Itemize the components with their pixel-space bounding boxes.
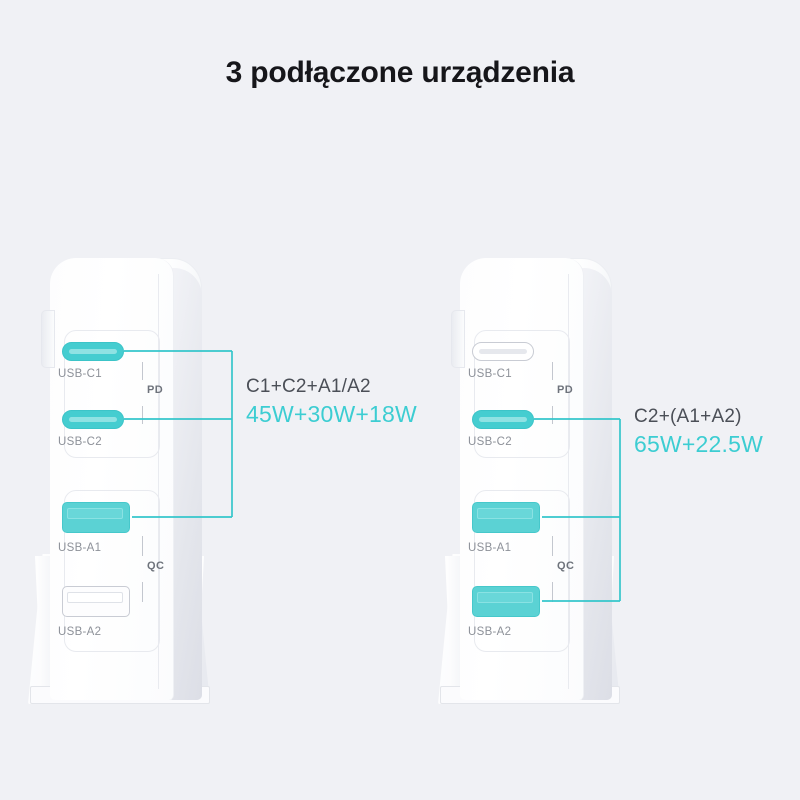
port-slot xyxy=(477,592,533,603)
port-label-usb-a1: USB-A1 xyxy=(468,542,512,554)
port-label-usb-c1: USB-C1 xyxy=(468,368,512,380)
charger-body: USB-C1 USB-C2 PD USB-A1 USB-A2 QC xyxy=(451,258,612,700)
callout-combo-left: C1+C2+A1/A2 xyxy=(246,376,371,397)
bracket-pd: PD xyxy=(552,362,573,424)
bracket-qc: QC xyxy=(552,536,574,602)
port-label-usb-c1: USB-C1 xyxy=(58,368,102,380)
port-slot xyxy=(67,508,123,519)
bracket-segment-upper xyxy=(142,362,143,380)
callout-lines-right xyxy=(534,418,621,602)
bracket-pd: PD xyxy=(142,362,163,424)
port-label-usb-a2: USB-A2 xyxy=(58,626,102,638)
port-slot xyxy=(479,417,527,422)
port-usb-c2[interactable] xyxy=(62,410,124,429)
usb-a-port-group xyxy=(64,490,160,652)
callout-lines-left xyxy=(124,350,233,518)
bracket-segment-lower xyxy=(552,582,553,602)
charger-side-tab xyxy=(41,310,55,368)
port-label-usb-a1: USB-A1 xyxy=(58,542,102,554)
port-label-usb-a2: USB-A2 xyxy=(468,626,512,638)
bracket-segment-lower xyxy=(142,406,143,424)
callout-power-left: 45W+30W+18W xyxy=(246,401,417,427)
port-slot xyxy=(67,592,123,603)
bracket-segment-upper xyxy=(142,536,143,556)
bracket-segment-upper xyxy=(552,536,553,556)
port-slot xyxy=(69,349,117,354)
callout-right: C2+(A1+A2) 65W+22.5W xyxy=(634,406,763,458)
bracket-label-qc: QC xyxy=(147,560,165,572)
bracket-label-pd: PD xyxy=(147,384,164,396)
port-usb-c1[interactable] xyxy=(472,342,534,361)
charger-side-tab xyxy=(451,310,465,368)
charger-body-side xyxy=(172,268,202,700)
port-usb-a1[interactable] xyxy=(62,502,130,533)
port-slot xyxy=(479,349,527,354)
page-title: 3 podłączone urządzenia xyxy=(225,56,575,89)
port-usb-c2[interactable] xyxy=(472,410,534,429)
port-slot xyxy=(477,508,533,519)
charger-unit-left: USB-C1 USB-C2 PD USB-A1 USB-A2 QC xyxy=(28,258,417,708)
port-usb-a2[interactable] xyxy=(472,586,540,617)
bracket-label-qc: QC xyxy=(557,560,575,572)
port-slot xyxy=(69,417,117,422)
port-label-usb-c2: USB-C2 xyxy=(468,436,512,448)
bracket-segment-upper xyxy=(552,362,553,380)
port-label-usb-c2: USB-C2 xyxy=(58,436,102,448)
callout-power-right: 65W+22.5W xyxy=(634,431,763,457)
usb-a-port-group xyxy=(474,490,570,652)
callout-left: C1+C2+A1/A2 45W+30W+18W xyxy=(246,376,417,428)
port-usb-a1[interactable] xyxy=(472,502,540,533)
usb-c-port-group xyxy=(64,330,160,458)
port-usb-c1[interactable] xyxy=(62,342,124,361)
callout-combo-right: C2+(A1+A2) xyxy=(634,406,742,427)
bracket-label-pd: PD xyxy=(557,384,574,396)
charger-body-seam xyxy=(158,274,159,689)
charger-body: USB-C1 USB-C2 PD USB-A1 USB-A2 QC xyxy=(41,258,202,700)
bracket-segment-lower xyxy=(552,406,553,424)
charger-unit-right: USB-C1 USB-C2 PD USB-A1 USB-A2 QC xyxy=(438,258,763,708)
usb-c-port-group xyxy=(474,330,570,458)
bracket-qc: QC xyxy=(142,536,164,602)
bracket-segment-lower xyxy=(142,582,143,602)
charger-body-seam xyxy=(568,274,569,689)
port-usb-a2[interactable] xyxy=(62,586,130,617)
charger-body-side xyxy=(582,268,612,700)
